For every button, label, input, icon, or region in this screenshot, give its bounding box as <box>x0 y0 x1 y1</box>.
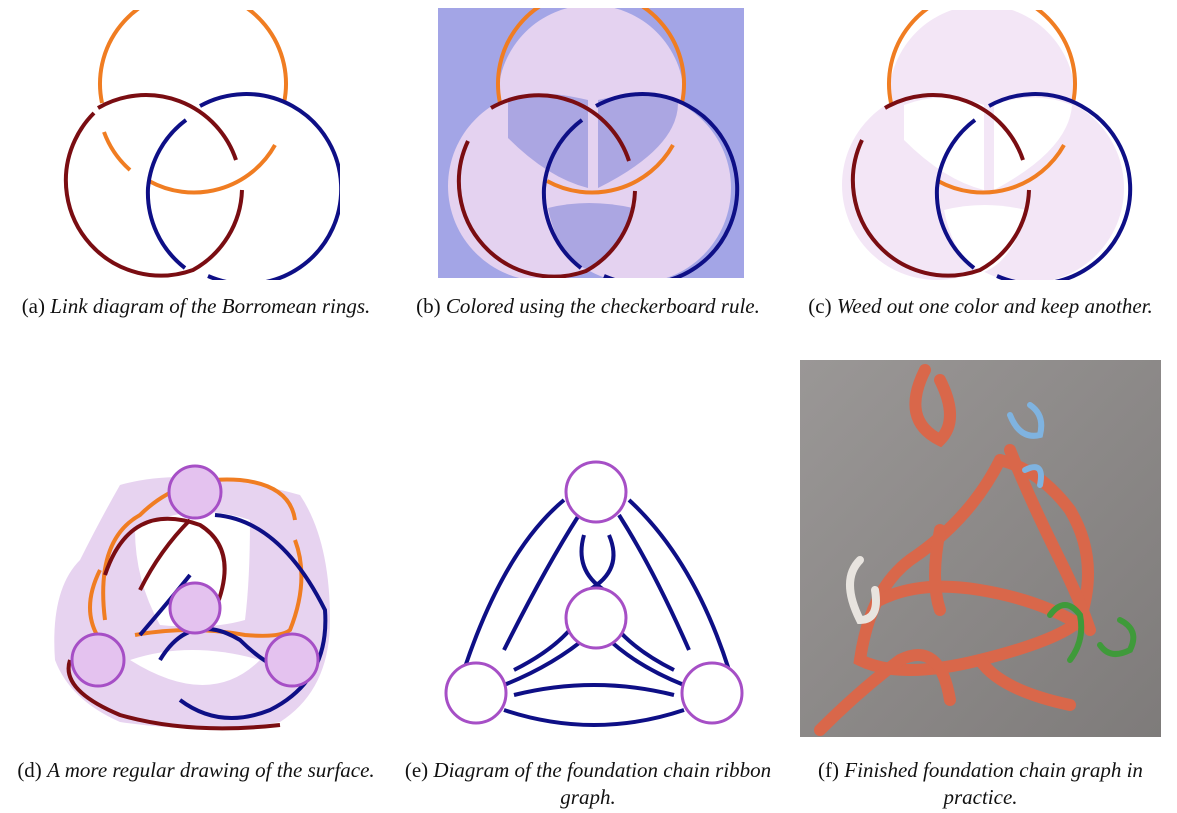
maroon-ring-lower <box>63 111 244 278</box>
caption-b: (b) Colored using the checkerboard rule. <box>392 293 784 320</box>
ribbon-vertex-left <box>444 661 508 725</box>
caption-f: (f) Finished foundation chain graph in p… <box>784 757 1177 811</box>
caption-e-text: Diagram of the foundation chain ribbon g… <box>433 758 772 809</box>
vertex-circle-left <box>70 632 126 688</box>
navy-ring-left <box>145 118 188 270</box>
caption-a-label: (a) <box>21 294 45 318</box>
weeded-surface-diagram <box>842 10 1133 280</box>
maroon-ring <box>96 93 238 161</box>
caption-d-label: (d) <box>17 758 42 782</box>
vertex-circle-right <box>264 632 320 688</box>
ribbon-vertex-right <box>680 661 744 725</box>
orange-ring <box>496 8 686 104</box>
vertex-circle-center <box>168 581 222 635</box>
vertex-circle-top <box>167 464 223 520</box>
orange-ring-left <box>102 131 132 172</box>
navy-ring <box>199 92 340 280</box>
orange-ring-lower <box>148 144 277 195</box>
caption-f-text: Finished foundation chain graph in pract… <box>844 758 1143 809</box>
caption-c-label: (c) <box>808 294 832 318</box>
caption-a: (a) Link diagram of the Borromean rings. <box>0 293 392 320</box>
navy-ring <box>595 92 740 278</box>
caption-b-text: Colored using the checkerboard rule. <box>445 294 760 318</box>
checkerboard-diagram <box>438 8 744 278</box>
caption-f-label: (f) <box>818 758 840 782</box>
borromean-link-diagram <box>63 10 340 280</box>
caption-d: (d) A more regular drawing of the surfac… <box>0 757 392 784</box>
ribbon-graph-diagram <box>444 460 744 727</box>
regular-surface-drawing <box>54 464 331 731</box>
crochet-yarn-photo <box>800 360 1161 737</box>
caption-e: (e) Diagram of the foundation chain ribb… <box>392 757 784 811</box>
caption-b-label: (b) <box>416 294 441 318</box>
caption-d-text: A more regular drawing of the surface. <box>47 758 375 782</box>
caption-e-label: (e) <box>404 758 429 782</box>
caption-c-text: Weed out one color and keep another. <box>836 294 1153 318</box>
ribbon-vertex-center <box>564 586 628 650</box>
ribbon-vertex-top <box>564 460 628 524</box>
orange-ring <box>98 10 288 104</box>
caption-a-text: Link diagram of the Borromean rings. <box>50 294 371 318</box>
caption-c: (c) Weed out one color and keep another. <box>784 293 1177 320</box>
